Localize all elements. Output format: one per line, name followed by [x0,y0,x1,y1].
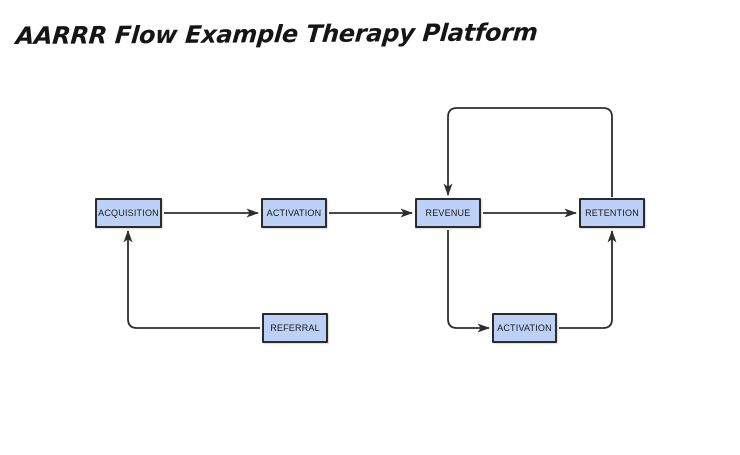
edge-retention-to-revenue-loop [443,107,613,197]
node-retention-label: RETENTION [585,208,639,218]
node-referral-label: REFERRAL [270,323,320,333]
node-acquisition: ACQUISITION [95,198,162,228]
node-revenue: REVENUE [415,198,481,228]
edge-revenue-to-activation-bottom [447,230,490,333]
node-activation-bottom-label: ACTIVATION [497,323,552,333]
node-activation-top: ACTIVATION [261,198,327,228]
node-retention: RETENTION [579,198,645,228]
node-revenue-label: REVENUE [425,208,471,218]
edge-activation-bottom-to-retention [559,230,617,329]
node-referral: REFERRAL [262,313,328,343]
node-acquisition-label: ACQUISITION [98,208,159,218]
node-activation-bottom: ACTIVATION [492,313,557,343]
edge-referral-to-acquisition [123,230,260,329]
node-activation-top-label: ACTIVATION [266,208,322,218]
